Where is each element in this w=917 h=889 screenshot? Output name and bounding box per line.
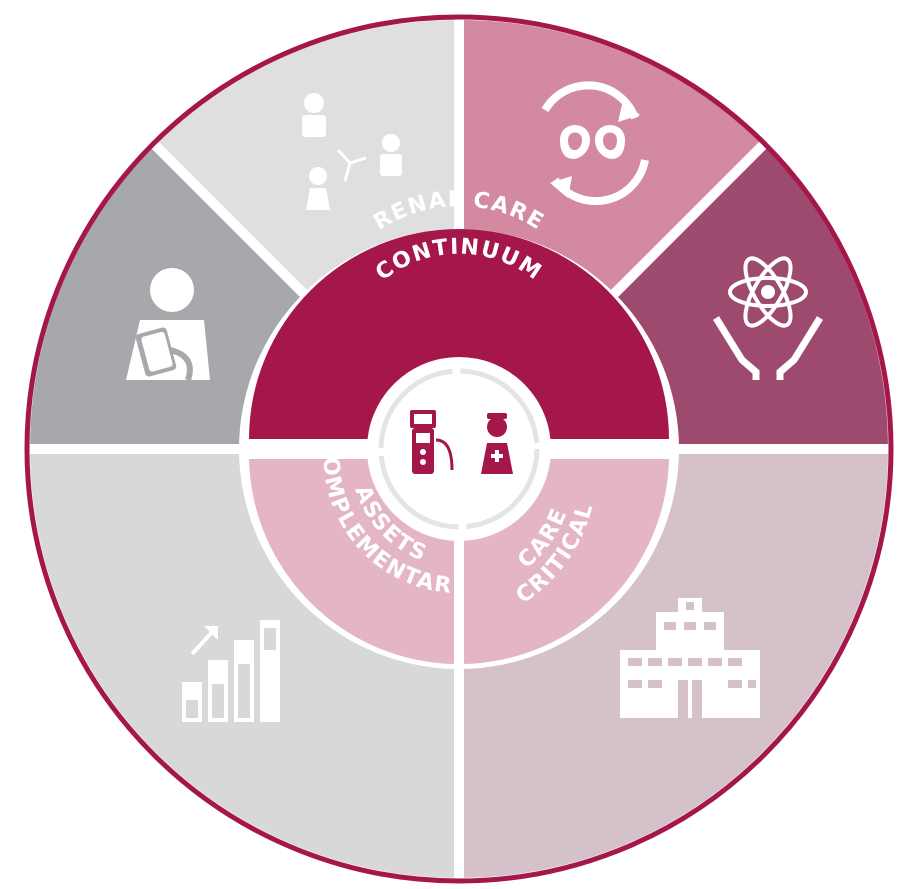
hospital-icon [620, 598, 760, 718]
renal-care-arc [249, 229, 669, 439]
nurse-icon [481, 413, 513, 474]
inner-ring [239, 229, 679, 669]
outer-border [24, 14, 894, 884]
kidney-cycle-icon [541, 81, 649, 206]
center-disc [367, 357, 551, 541]
caregiver-icon [126, 268, 210, 381]
growth-bar-chart-icon [182, 620, 280, 722]
dialysis-machine-icon [410, 410, 454, 474]
center-ring [378, 368, 540, 530]
care-network-icon [302, 93, 402, 210]
science-in-hands-icon [713, 256, 823, 380]
